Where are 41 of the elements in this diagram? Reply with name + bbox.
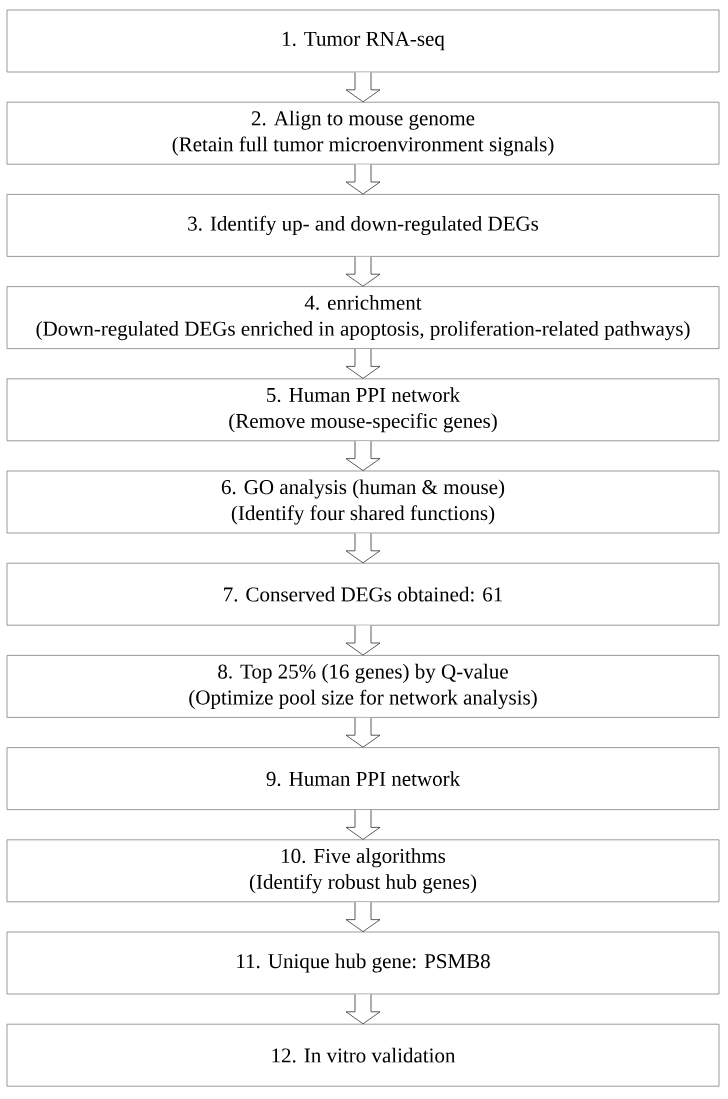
block-arrow [345, 994, 381, 1025]
process-box [6, 747, 720, 810]
block-arrow [345, 440, 381, 471]
block-arrow [345, 256, 381, 287]
step-heading: 4. enrichment [304, 295, 422, 310]
process-box [6, 931, 720, 995]
process-box [6, 194, 720, 257]
process-box [6, 378, 720, 442]
process-box [6, 562, 720, 626]
step-heading: 1. Tumor RNA-seq [283, 31, 445, 51]
block-arrow [345, 901, 381, 932]
process-box [6, 1023, 720, 1087]
step-heading: 9. Human PPI network [266, 771, 461, 787]
step-note: (Retain full tumor microenvironment signals) [172, 136, 554, 156]
step-heading: 2. Align to mouse genome [251, 110, 475, 130]
block-arrow [345, 625, 381, 656]
step-heading: 11. Unique hub gene: PSMB8 [237, 953, 490, 973]
block-arrow [345, 348, 381, 379]
process-box [6, 839, 720, 903]
step-heading: 8. Top 25% (16 genes) by Q-value [218, 663, 508, 683]
step-heading: 6. GO analysis (human & mouse) [221, 479, 505, 499]
process-box [6, 655, 720, 718]
block-arrow [345, 717, 381, 748]
step-note: (Remove mouse-specific genes) [229, 413, 497, 433]
block-arrow [345, 533, 381, 564]
step-heading: 12. In vitro validation [272, 1047, 456, 1063]
step-heading: 7. Conserved DEGs obtained: 61 [224, 586, 502, 602]
process-box [6, 9, 720, 73]
step-note: (Identify robust hub genes) [249, 874, 477, 894]
step-heading: 5. Human PPI network [267, 387, 461, 403]
step-heading: 3. Identify up- and down-regulated DEGs [188, 215, 539, 236]
block-arrow [345, 164, 381, 195]
block-arrow [345, 72, 381, 103]
process-box [6, 470, 720, 534]
step-note: (Optimize pool size for network analysis) [189, 689, 537, 709]
step-heading: 10. Five algorithms [282, 848, 446, 868]
block-arrow [345, 809, 381, 840]
step-note: (Down-regulated DEGs enriched in apoptosis, proliferation-related pathways) [36, 320, 690, 341]
step-note: (Identify four shared functions) [231, 505, 495, 525]
process-box [6, 286, 720, 349]
process-box [6, 101, 720, 165]
